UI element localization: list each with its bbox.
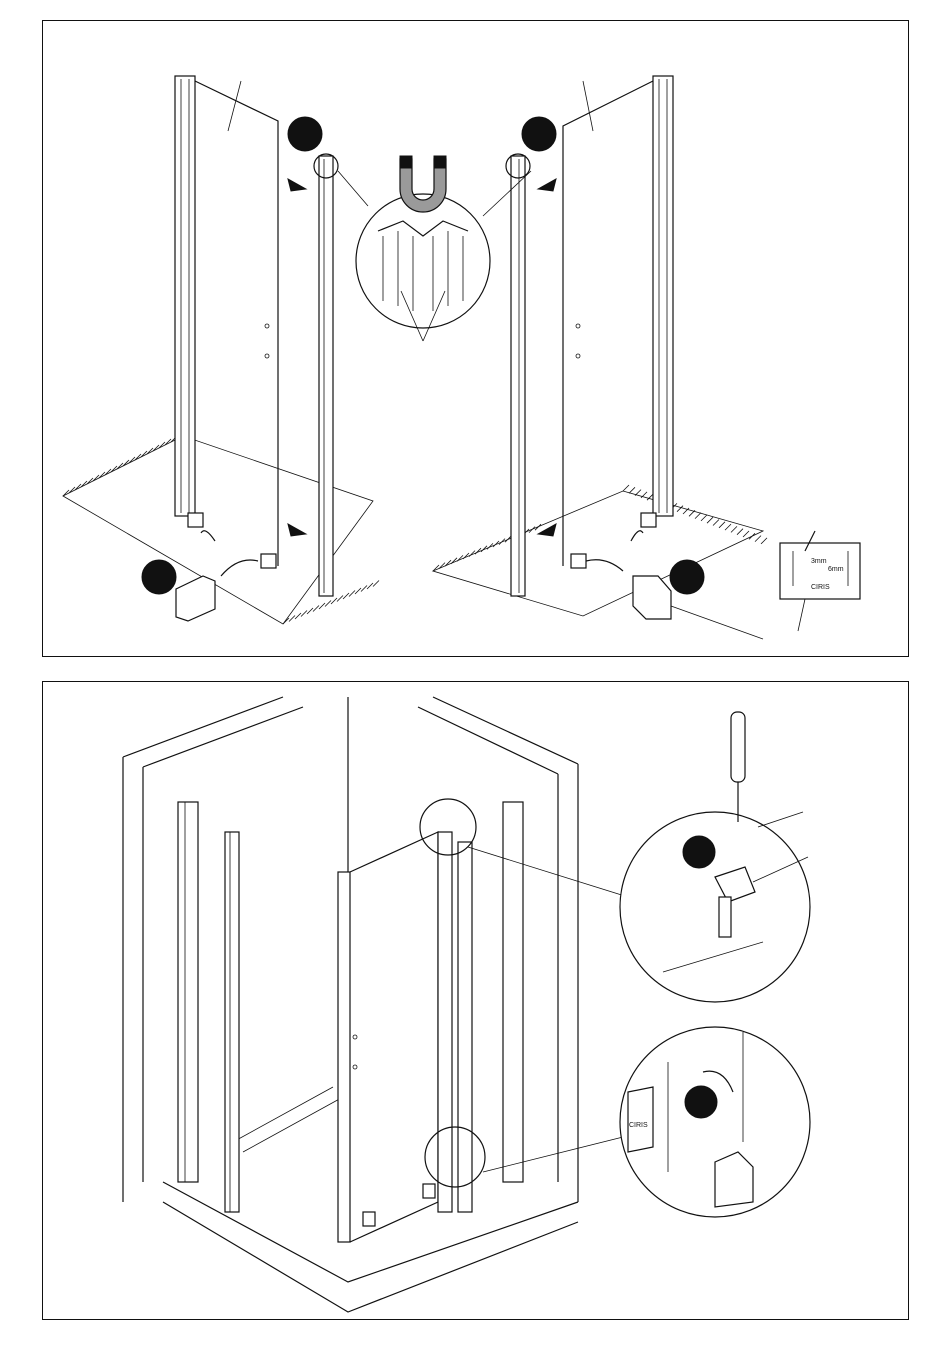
hatch-line [731,526,737,532]
door-panel [338,832,438,1242]
step-circle-icon [670,560,704,594]
hatch-line [701,515,707,521]
hatch-line [349,591,355,597]
hatch-line [749,533,755,539]
hinge-detail-top [420,712,810,1002]
badge-brand-label: CIRIS [811,584,830,591]
step-circle-icon [288,117,322,151]
hatch-line [529,527,535,533]
hinge-detail-bottom: CIRIS [425,1027,810,1217]
hatch-line [75,484,81,490]
hatch-line [623,485,629,491]
hatch-line [445,560,451,566]
hatch-line [707,517,713,523]
gauge-badge: 3mm 6mm CIRIS [780,531,860,631]
hatch-line [535,524,541,530]
top-illustration-panel: 3mm 6mm CIRIS [42,20,909,657]
right-glass-panel [563,76,673,566]
hatch-line [289,616,295,622]
hatch-line [361,586,367,592]
hatch-line [153,445,159,451]
hatch-line [105,469,111,475]
hatch-line [451,558,457,564]
hatch-line [695,513,701,519]
hatch-line [331,598,337,604]
hatch-line [129,457,135,463]
hatch-line [283,618,289,624]
curved-arrow-icon [221,560,258,576]
hatch-line [81,481,87,487]
gauge-6mm-label: 6mm [828,566,844,573]
hatch-line [737,529,743,535]
right-wall-profile [438,802,523,1212]
hatch-line [295,613,301,619]
curved-arrow-icon [201,531,215,541]
hatch-line [141,451,147,457]
screwdriver-icon [731,712,745,822]
curved-arrow-icon [586,560,623,571]
bottom-illustration-panel: CIRIS [42,681,909,1320]
hatch-line [635,490,641,496]
top-illustration-svg: 3mm 6mm CIRIS [43,21,910,658]
magnet-detail [338,156,531,341]
hatch-line [439,563,445,569]
step-circle-icon [142,560,176,594]
left-glass-panel [175,76,278,566]
hatch-line [313,606,319,612]
hatch-line [117,463,123,469]
hatch-line [689,510,695,516]
hatch-line [319,603,325,609]
hatch-line [719,522,725,528]
hatch-line [355,588,361,594]
hatch-line [713,520,719,526]
badge-bottom-label: CIRIS [629,1122,648,1129]
hatch-line [123,460,129,466]
hatch-line [301,611,307,617]
curved-arrow-icon [631,531,643,541]
hatch-line [93,475,99,481]
hatch-line [147,448,153,454]
left-magnetic-profile [288,154,338,596]
hatch-line [325,601,331,607]
gauge-3mm-label: 3mm [811,558,827,565]
magnet-icon [400,156,446,212]
hatch-line [755,536,761,542]
hatch-line [159,442,165,448]
hatch-line [63,490,69,496]
hatch-line [111,466,117,472]
hatch-line [373,581,379,587]
hatch-line [505,536,511,542]
bottom-illustration-svg: CIRIS [43,682,910,1321]
hatch-line [135,454,141,460]
hatch-line [761,538,767,544]
hatch-line [99,472,105,478]
left-clip-detail [176,513,276,621]
hatch-line [307,608,313,614]
step-circle-icon [522,117,556,151]
hatch-line [343,593,349,599]
hatch-line [725,524,731,530]
hatch-line [367,583,373,589]
step-circle-icon [685,1086,717,1118]
hatch-line [69,487,75,493]
hatch-line [165,439,171,445]
hatch-line [499,539,505,545]
hatch-line [87,478,93,484]
hatch-line [337,596,343,602]
hatch-line [743,531,749,537]
hatch-line [629,487,635,493]
left-wall-profile [178,802,239,1212]
step-circle-icon [683,836,715,868]
